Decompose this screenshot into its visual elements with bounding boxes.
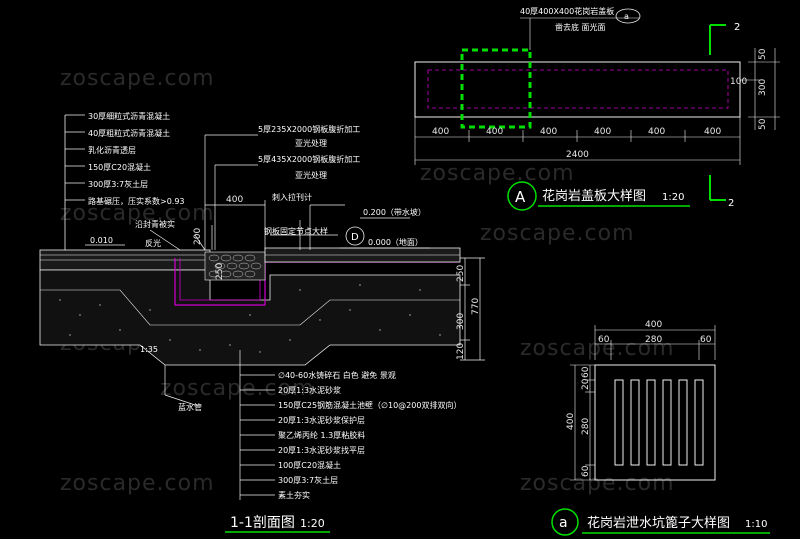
bottom-layer-label: ∅40-60水铸碎石 白色 避免 景观: [278, 370, 396, 380]
drain-label: 蓝水管: [178, 402, 202, 412]
layer-leaders: [64, 114, 85, 250]
watermark: zoscape.com: [60, 471, 215, 496]
title-badge: [551, 508, 579, 536]
grate-side-dim: 60: [581, 465, 591, 477]
plate-dim: 400: [648, 127, 665, 137]
watermark: zoscape.com: [60, 66, 215, 91]
tie-label: 刺入拉刊计: [272, 192, 312, 202]
plate-total: 2400: [566, 150, 589, 160]
watermark: zoscape.com: [520, 336, 675, 361]
plate-side-dim: 50: [758, 118, 768, 130]
plate-label: 亚光处理: [295, 138, 327, 148]
bottom-layer-label: 100厚C20混凝土: [278, 460, 341, 470]
section-1-1: 30厚细粒式沥青混凝土 40厚粗粒式沥青混凝土 乳化沥青透层 150厚C20混凝…: [39, 111, 485, 533]
title-tag: A: [515, 188, 526, 206]
section-number: 2: [728, 198, 734, 209]
watermark: zoscape.com: [420, 161, 575, 186]
plate-label: 亚光处理: [295, 170, 327, 180]
section-title: 1-1剖面图: [230, 515, 295, 531]
detail-callout: [345, 226, 365, 246]
section-number: 2: [734, 22, 740, 33]
detail-title: 花岗岩泄水坑篦子大样图: [587, 515, 730, 531]
plate-dim: 400: [432, 127, 449, 137]
plate-side-dim: 50: [758, 48, 768, 60]
dim-label: 200: [193, 228, 203, 245]
plate-dim: 400: [594, 127, 611, 137]
plate-joint-label: 钢板固定节点大样: [264, 226, 328, 236]
grate-side-dim: 400: [566, 413, 576, 430]
right-dim: 120: [456, 343, 466, 360]
grate-top-total: 400: [645, 320, 662, 330]
plate-label: 5厚235X2000钢板腹折加工: [258, 124, 360, 134]
dim-label: 250: [215, 263, 225, 280]
watermark: zoscape.com: [60, 201, 215, 226]
top-layer-label: 路基碾压，压实系数>0.93: [88, 196, 185, 206]
right-dim: 300: [456, 313, 466, 330]
bottom-layer-label: 聚乙烯丙纶 1.3厚粘胶料: [278, 430, 365, 440]
plate-dim: 400: [540, 127, 557, 137]
title-tag: a: [559, 515, 568, 531]
callout-label: 40厚400X400花岗岩盖板: [520, 6, 614, 16]
bottom-layer-label: 20厚1:3水泥砂浆保护层: [278, 415, 365, 425]
grate-side-dim: 20: [581, 378, 591, 390]
elevation-label: 0.000（地面）: [368, 237, 423, 247]
bottom-layer-label: 150厚C25钢筋混凝土池壁（∅10@200双排双向）: [278, 400, 461, 410]
detail-grate: 400 60 280 60 60 20 400 280 60 a 花岗岩: [551, 320, 770, 536]
grate-top-dim: 280: [645, 335, 662, 345]
detail-scale: 1:20: [662, 192, 684, 203]
grate-side-dim: 280: [581, 418, 591, 435]
ground-section: [39, 247, 461, 366]
plate-dim: 400: [704, 127, 721, 137]
watermark: zoscape.com: [520, 471, 675, 496]
detail-scale: 1:10: [745, 519, 767, 530]
section-scale: 1:20: [300, 517, 325, 530]
bottom-layer-label: 20厚1:3水泥砂浆找平层: [278, 445, 365, 455]
dim-label: 400: [226, 195, 243, 205]
bottom-layer-label: 300厚3:7灰土层: [278, 475, 338, 485]
slope-label: 1:35: [140, 345, 158, 354]
detail-title: 花岗岩盖板大样图: [542, 188, 646, 204]
grate-top-dim: 60: [598, 335, 610, 345]
grate-side-dim: 60: [581, 366, 591, 378]
watermark: zoscape.com: [160, 376, 315, 401]
callout-tag: a: [624, 12, 629, 21]
top-layer-label: 300厚3:7灰土层: [88, 179, 148, 189]
detail-a-plan: 40厚400X400花岗岩盖板 凿去底 面光面 a 2 2 400: [414, 6, 780, 211]
title-badge: [507, 181, 537, 211]
plate-inner-dim: 100: [730, 77, 747, 87]
bottom-layer-label: 素土夯实: [278, 490, 310, 500]
callout-label: 凿去底 面光面: [555, 22, 606, 32]
top-layer-label: 30厚细粒式沥青混凝土: [88, 111, 170, 121]
right-total: 770: [471, 298, 481, 315]
right-dim: 250: [456, 265, 466, 282]
level-label: 0.010: [90, 236, 113, 245]
grate-top-dim: 60: [700, 335, 712, 345]
plate-dim: 400: [486, 127, 503, 137]
detail-tag: D: [351, 232, 359, 243]
concrete-stipple: [59, 284, 441, 353]
sealant-label: 沿封青被实: [135, 219, 175, 229]
top-layer-label: 40厚粗粒式沥青混凝土: [88, 128, 170, 138]
finish-label: 反光: [145, 238, 161, 248]
elevation-label: 0.200（带水坡）: [363, 207, 426, 217]
bottom-layer-label: 20厚1:3水泥砂浆: [278, 385, 341, 395]
top-layer-label: 乳化沥青透层: [88, 145, 136, 155]
top-layer-label: 150厚C20混凝土: [88, 162, 151, 172]
watermark: zoscape.com: [480, 221, 635, 246]
plate-side-dim: 300: [758, 79, 768, 96]
plate-label: 5厚435X2000钢板腹折加工: [258, 154, 360, 164]
